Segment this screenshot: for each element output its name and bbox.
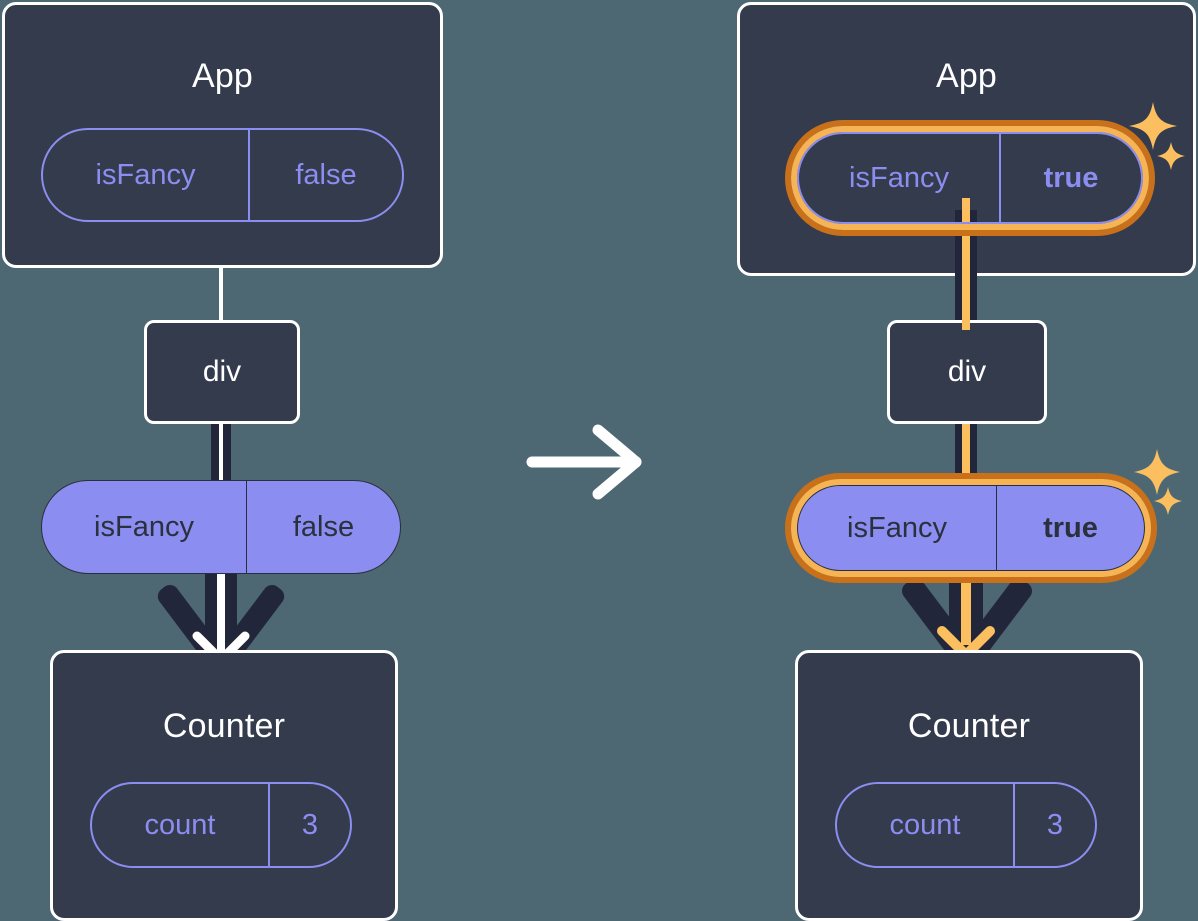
panel-before: App isFancy false div isFancy false <box>2 2 443 921</box>
app-prop-key-after: isFancy <box>849 161 949 194</box>
counter-title-before: Counter <box>162 707 286 745</box>
passed-prop-pill-before: isFancy false <box>41 480 401 574</box>
app-prop-value-before: false <box>248 130 402 220</box>
connector-div-to-prop-core-before <box>219 420 223 492</box>
sparkle-small-prop-after <box>1154 487 1182 515</box>
counter-state-key-after: count <box>889 808 961 841</box>
app-prop-key-before: isFancy <box>95 158 196 191</box>
panel-after: App isFancy true div isFancy true <box>599 0 1198 921</box>
passed-prop-value-before: false <box>246 481 400 573</box>
sparkle-large-prop-after <box>1134 449 1180 495</box>
div-title-after: div <box>947 355 987 388</box>
arrow-shaft-core-after <box>961 560 971 645</box>
connector-app-to-div-before <box>219 222 223 324</box>
counter-state-pill-before: count 3 <box>90 782 352 868</box>
div-title-before: div <box>202 355 242 388</box>
connector-app-to-div-core-after <box>962 198 970 330</box>
counter-node-box-after: Counter <box>795 650 1143 921</box>
div-node-box-after: div <box>887 320 1047 424</box>
app-prop-value-after: true <box>999 134 1141 222</box>
app-prop-pill-after: isFancy true <box>797 132 1143 224</box>
counter-title-after: Counter <box>907 707 1031 745</box>
connector-div-to-prop-core-after <box>962 420 970 492</box>
arrow-shaft-core-before <box>217 570 225 652</box>
passed-prop-value-after: true <box>996 486 1144 570</box>
passed-prop-pill-after: isFancy true <box>797 485 1145 571</box>
counter-state-pill-after: count 3 <box>835 782 1097 868</box>
counter-state-key-before: count <box>144 808 216 841</box>
counter-state-value-after: 3 <box>1013 784 1095 866</box>
sparkle-small-app-after <box>1157 142 1185 170</box>
passed-prop-key-after: isFancy <box>847 511 947 544</box>
div-node-box-before: div <box>144 320 300 424</box>
app-title-before: App <box>191 57 254 95</box>
app-title-after: App <box>935 57 998 95</box>
transition-arrow-icon <box>526 424 642 500</box>
counter-state-value-before: 3 <box>268 784 350 866</box>
passed-prop-key-before: isFancy <box>94 510 194 543</box>
app-prop-pill-before: isFancy false <box>41 128 404 222</box>
